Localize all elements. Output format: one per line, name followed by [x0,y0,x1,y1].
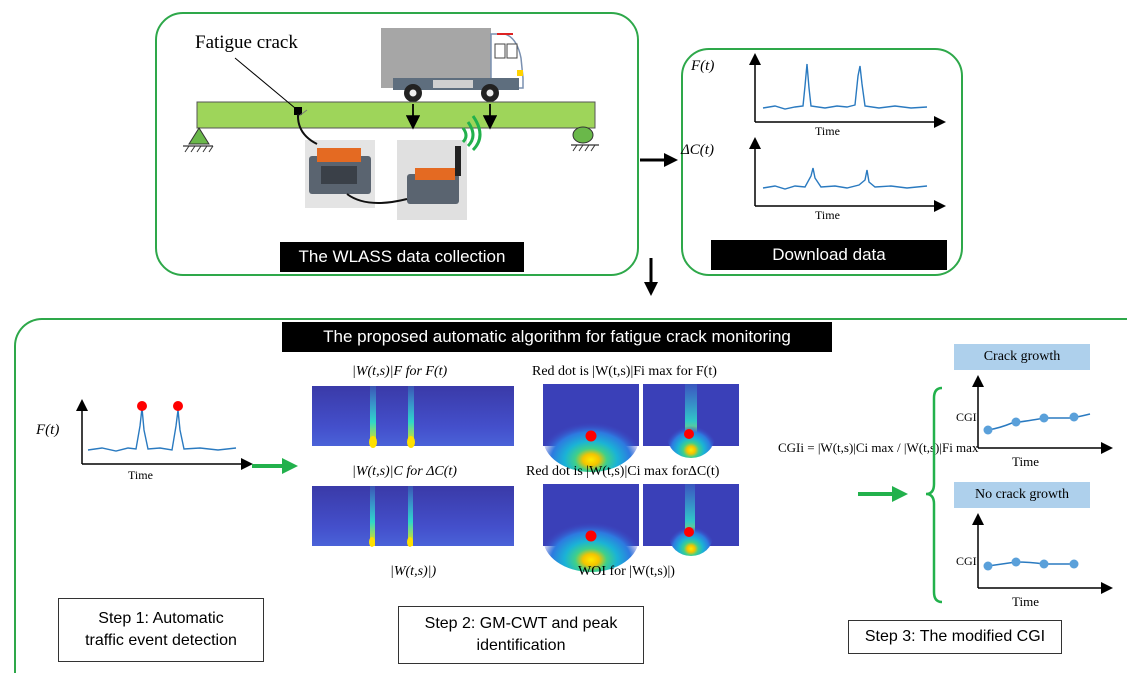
peak-marker-2 [173,401,183,411]
collection-label: The WLASS data collection [280,242,524,272]
cgi-formula: CGIi = |W(t,s)|Ci max / |W(t,s)|Fi max [778,440,979,455]
wireless-signal-icon [461,115,482,152]
cgi-point [1011,417,1021,427]
download-panel: F(t) Time ΔC(t) Time Download data [681,48,963,276]
cgi-point [1069,412,1079,422]
fatigue-crack-label: Fatigue crack [195,32,298,53]
max-dot [585,530,597,542]
download-plot1-xlabel: Time [815,124,840,138]
no-growth-plot-ylabel: CGI [956,554,977,568]
growth-plot-xlabel: Time [1012,454,1039,469]
step1-plot-xlabel: Time [128,468,153,482]
truck-window-1 [494,43,506,59]
max-dot [684,429,694,439]
woi-f-image-1 [543,384,639,472]
collection-panel: Fatigue crack [155,12,639,276]
download-label: Download data [711,240,947,270]
bridge-scene [183,28,599,220]
cgi-point [1011,557,1021,567]
growth-plot [972,375,1113,454]
crack-gauge [294,107,302,115]
max-dot [684,527,694,537]
woi-c-image-1 [543,484,639,572]
max-dot [585,430,597,442]
step3-box-label: Step 3: The modified CGI [864,628,1046,645]
arrow-right [640,153,678,167]
truck-window-2 [506,43,518,59]
no-growth-plot [972,513,1113,594]
algorithm-title: The proposed automatic algorithm for fat… [282,322,832,352]
arrow-down [644,258,658,296]
download-plot2 [749,137,946,212]
cgi-point [1039,413,1049,423]
step1-plot-ylabel: F(t) [36,422,60,438]
step2-box-line2: identification [476,637,566,654]
download-plot2-ylabel: ΔC(t) [681,142,714,158]
red-f-title: Red dot is |W(t,s)|Fi max for F(t) [532,364,717,379]
capacitance-signal-line [762,167,928,190]
step1-signal-line [87,407,237,452]
growth-plot-ylabel: CGI [956,410,977,424]
step1-box-line1: Step 1: Automatic [98,610,224,627]
cwt-c-image [312,486,514,547]
no-growth-plot-xlabel: Time [1012,594,1039,609]
algorithm-panel: The proposed automatic algorithm for fat… [14,318,1127,673]
no-crack-growth-tag: No crack growth [954,482,1090,508]
woi-f-image-2 [643,384,739,458]
green-arrow-1 [252,458,298,474]
cgi-point [983,561,993,571]
cwt-c-title: |W(t,s)|C for ΔC(t) [352,464,457,479]
step2-box: Step 2: GM-CWT and peak identification [398,606,644,664]
green-arrow-2 [858,486,908,502]
cwt-f-title: |W(t,s)|F for F(t) [352,364,448,379]
red-c-title: Red dot is |W(t,s)|Ci max forΔC(t) [526,464,720,479]
peak-marker-1 [137,401,147,411]
cgi-point [983,425,993,435]
woi-caption: WOI for |W(t,s)|) [578,564,675,579]
cwt-f-image [312,386,514,448]
cwt-bottom-caption: |W(t,s)|) [390,564,437,579]
roller-support [572,126,594,144]
bridge-deck [196,101,596,129]
pin-support [188,127,210,145]
cgi-point [1069,559,1079,569]
bracket [925,386,943,604]
download-plot1 [749,53,946,128]
cgi-point [1039,559,1049,569]
step2-box-line1: Step 2: GM-CWT and peak [424,615,618,632]
force-signal-line [762,63,928,110]
step1-box-line2: traffic event detection [85,632,237,649]
woi-c-image-2 [643,484,739,556]
step1-plot [76,399,253,470]
step3-box: Step 3: The modified CGI [848,620,1062,654]
download-plot1-ylabel: F(t) [691,58,715,74]
crack-growth-tag: Crack growth [954,344,1090,370]
download-plot2-xlabel: Time [815,208,840,222]
step1-box: Step 1: Automatic traffic event detectio… [58,598,264,662]
